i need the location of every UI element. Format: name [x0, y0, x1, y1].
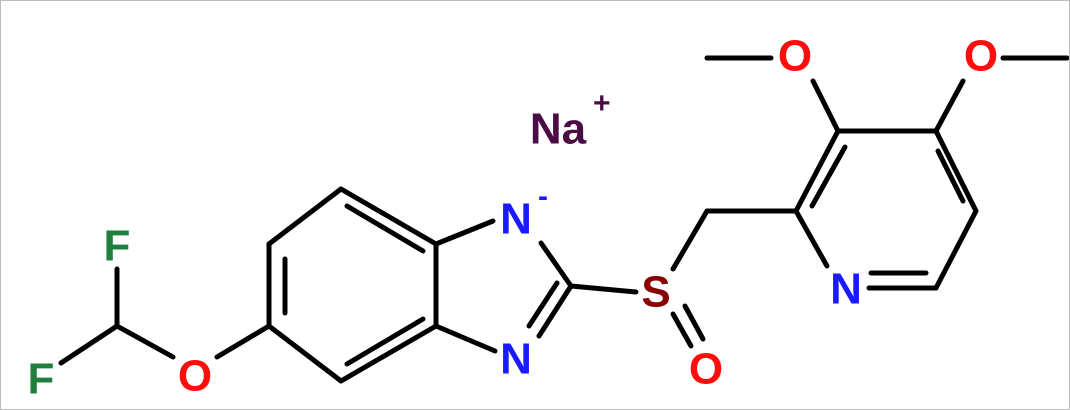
double-bond-inner [809, 144, 848, 209]
bond [536, 283, 574, 339]
bond [810, 78, 841, 134]
pyridine-ring [793, 128, 979, 291]
difluoromethoxy-group [58, 266, 272, 366]
double-bond-inner [344, 316, 426, 367]
double-bond-inner [526, 280, 560, 329]
double-bond-inner [935, 148, 966, 204]
sodium-charge: + [593, 87, 611, 120]
bond [793, 128, 841, 214]
bond [933, 128, 979, 214]
methoxy-groups [704, 55, 1069, 134]
fluorine-2-label: F [28, 355, 55, 404]
bond [266, 186, 344, 247]
methoxy-oxygen-3-label: O [778, 32, 812, 81]
sulfur-label: S [641, 268, 670, 317]
nitrogen-n3-label: N [500, 335, 532, 384]
nitrogen-n1-charge: - [538, 180, 548, 213]
sulfinyl-linker [568, 208, 799, 349]
sulfoxide-oxygen-label: O [689, 345, 723, 394]
fluorine-1-label: F [104, 222, 131, 271]
bond [214, 323, 272, 360]
bond [933, 208, 979, 291]
double-bond-inner [344, 203, 426, 254]
bond [933, 78, 966, 134]
bond [338, 323, 439, 384]
bond [538, 240, 574, 289]
imidazole-ring [433, 218, 574, 354]
benzene-ring [266, 186, 439, 384]
ether-oxygen-label: O [178, 352, 212, 401]
bond [338, 186, 439, 247]
bond [433, 218, 496, 247]
bond [58, 323, 120, 366]
bond [670, 208, 710, 272]
double-bond [670, 311, 694, 349]
bond [793, 208, 830, 269]
bond [266, 323, 344, 384]
bond [433, 323, 498, 354]
sodium-label: Na [530, 105, 587, 154]
pyridine-nitrogen-label: N [830, 265, 862, 314]
double-bond [682, 303, 706, 342]
nitrogen-n1-label: N [500, 195, 532, 244]
methoxy-oxygen-4-label: O [964, 32, 998, 81]
bond [568, 283, 639, 295]
bond [114, 323, 176, 360]
